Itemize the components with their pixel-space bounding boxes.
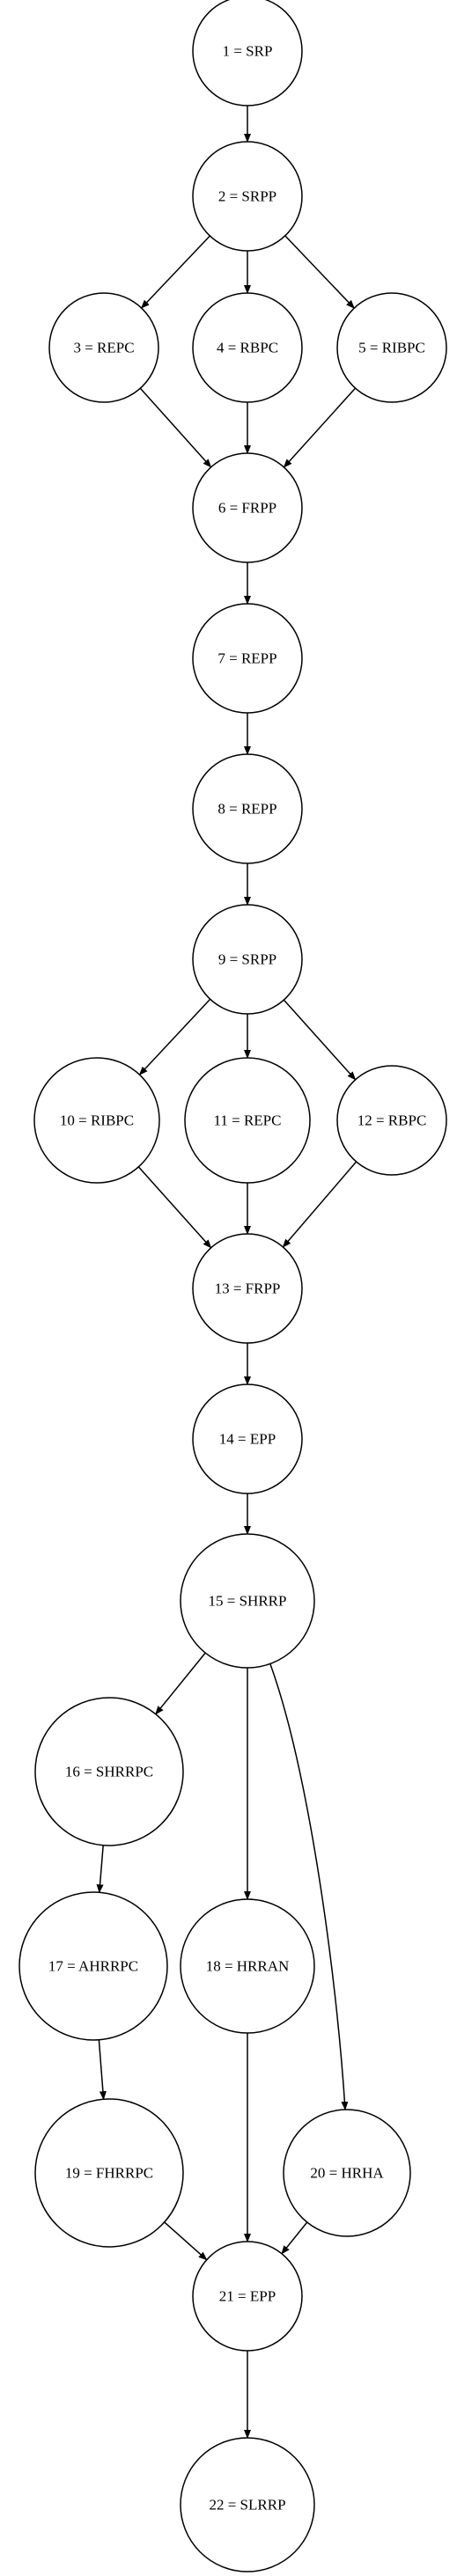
edge-n12-n13 — [282, 1161, 357, 1248]
node-15: 15 = SHRRP — [180, 1533, 315, 1669]
node-label: 12 = RBPC — [357, 1112, 427, 1129]
node-22: 22 = SLRRP — [180, 2437, 315, 2572]
node-circle — [192, 753, 303, 864]
node-circle — [34, 2098, 184, 2248]
node-circle — [34, 1697, 184, 1846]
node-9: 9 = SRPP — [192, 904, 303, 1015]
edge-arrow — [284, 235, 355, 309]
edge-n3-n6 — [139, 387, 212, 468]
node-circle — [283, 2109, 411, 2237]
node-circle — [192, 452, 303, 563]
node-label: 4 = RBPC — [217, 340, 278, 356]
edge-arrow — [283, 387, 357, 468]
edge-arrow — [283, 999, 357, 1081]
node-2: 2 = SRPP — [192, 141, 303, 252]
node-13: 13 = FRPP — [192, 1233, 303, 1344]
node-21: 21 = EPP — [192, 2241, 303, 2352]
edge-n15-n20 — [269, 1663, 349, 2110]
node-label: 11 = REPC — [214, 1112, 282, 1129]
edge-n2-n5 — [284, 235, 355, 309]
node-label: 20 = HRHA — [310, 2165, 384, 2182]
nodes: 1 = SRP 2 = SRPP 3 = REPC 4 = RBPC 5 = RIBPC… — [18, 0, 447, 2572]
node-circle — [336, 292, 447, 403]
edge-arrow — [282, 1161, 357, 1248]
node-14: 14 = EPP — [192, 1383, 303, 1494]
edge-n19-n21 — [164, 2221, 208, 2261]
node-label: 6 = FRPP — [218, 500, 276, 517]
node-circle — [192, 141, 303, 252]
node-17: 17 = AHRRPC — [18, 1891, 168, 2041]
node-1: 1 = SRP — [192, 0, 303, 106]
node-circle — [192, 603, 303, 714]
node-18: 18 = HRRAN — [180, 1898, 315, 2034]
node-circle — [180, 1533, 315, 1669]
node-19: 19 = FHRRPC — [34, 2098, 184, 2248]
node-label: 18 = HRRAN — [206, 1958, 290, 1975]
edge-n9-n10 — [138, 998, 211, 1075]
node-circle — [33, 1057, 160, 1184]
node-label: 8 = REPP — [217, 801, 276, 818]
node-label: 16 = SHRRPC — [65, 1764, 153, 1780]
edge-arrow — [96, 1845, 104, 1894]
edge-arrow — [138, 998, 211, 1075]
node-12: 12 = RBPC — [336, 1065, 447, 1176]
node-label: 14 = EPP — [219, 1431, 276, 1448]
edge-arrow — [164, 2221, 208, 2261]
node-label: 19 = FHRRPC — [65, 2165, 153, 2182]
edge-arrow — [139, 387, 212, 468]
node-circle — [192, 0, 303, 106]
edges — [96, 106, 357, 2439]
node-label: 15 = SHRRP — [209, 1593, 287, 1610]
node-8: 8 = REPP — [192, 753, 303, 864]
node-circle — [18, 1891, 168, 2041]
edge-n10-n13 — [137, 1166, 212, 1249]
edge-n17-n19 — [98, 2039, 107, 2101]
node-4: 4 = RBPC — [192, 292, 303, 403]
node-7: 7 = REPP — [192, 603, 303, 714]
node-circle — [192, 292, 303, 403]
edge-arrow — [140, 235, 210, 309]
node-label: 13 = FRPP — [215, 1281, 281, 1297]
node-16: 16 = SHRRPC — [34, 1697, 184, 1846]
edge-arrow — [155, 1652, 206, 1715]
edge-arrow — [137, 1166, 212, 1249]
node-circle — [192, 2241, 303, 2352]
node-label: 3 = REPC — [73, 340, 134, 356]
node-circle — [180, 1898, 315, 2034]
edge-n16-n17 — [96, 1845, 104, 1894]
node-5: 5 = RIBPC — [336, 292, 447, 403]
node-10: 10 = RIBPC — [33, 1057, 160, 1184]
node-3: 3 = REPC — [48, 292, 159, 403]
node-label: 21 = EPP — [219, 2288, 276, 2305]
edge-arrow — [98, 2039, 107, 2101]
node-label: 5 = RIBPC — [358, 340, 425, 356]
edge-n9-n12 — [283, 999, 357, 1081]
node-label: 9 = SRPP — [218, 951, 276, 968]
edge-n20-n21 — [281, 2221, 308, 2255]
node-6: 6 = FRPP — [192, 452, 303, 563]
edge-n2-n3 — [140, 235, 210, 309]
node-circle — [336, 1065, 447, 1176]
node-11: 11 = REPC — [184, 1057, 311, 1184]
node-label: 22 = SLRRP — [209, 2497, 285, 2514]
edge-n5-n6 — [283, 387, 357, 468]
node-label: 17 = AHRRPC — [48, 1958, 138, 1975]
node-circle — [184, 1057, 311, 1184]
node-label: 2 = SRPP — [218, 188, 276, 205]
node-circle — [48, 292, 159, 403]
node-circle — [180, 2437, 315, 2572]
edge-arrow — [269, 1663, 349, 2110]
node-20: 20 = HRHA — [283, 2109, 411, 2237]
node-circle — [192, 1383, 303, 1494]
node-label: 10 = RIBPC — [60, 1112, 134, 1129]
node-label: 1 = SRP — [223, 43, 273, 60]
node-circle — [192, 1233, 303, 1344]
node-circle — [192, 904, 303, 1015]
edge-arrow — [281, 2221, 308, 2255]
node-label: 7 = REPP — [217, 650, 276, 667]
edge-n15-n16 — [155, 1652, 206, 1715]
